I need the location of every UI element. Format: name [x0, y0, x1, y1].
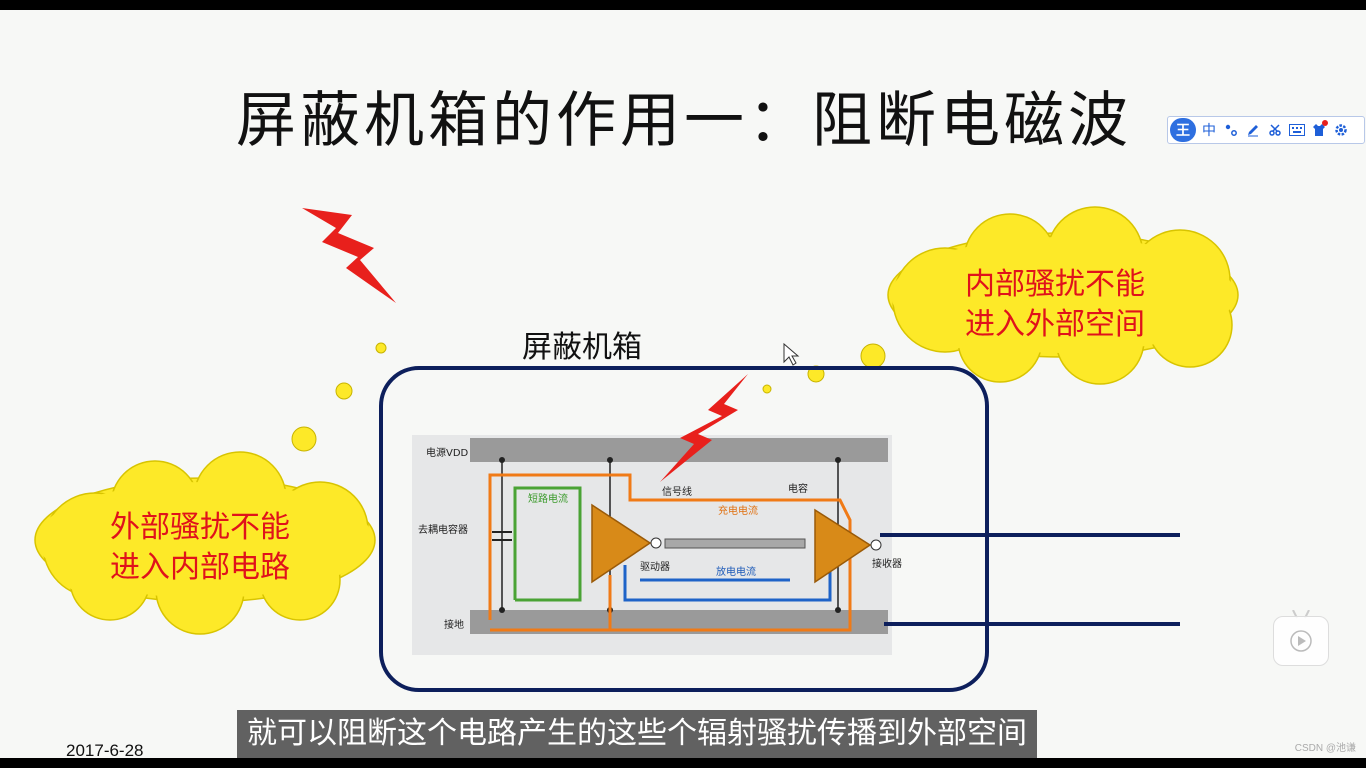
- vdd-rail: [470, 438, 888, 462]
- label-capacitor: 电容: [788, 484, 808, 495]
- cloud-left-line-2: 进入内部电路: [110, 550, 290, 585]
- lightning-middle: [660, 374, 748, 482]
- bottom-letterbox: [0, 758, 1366, 768]
- shield-box: [379, 366, 989, 692]
- ime-mode-toggle[interactable]: 中: [1202, 123, 1216, 139]
- play-icon: [1290, 630, 1312, 652]
- label-driver: 驱动器: [640, 562, 670, 573]
- green-current-path: [513, 486, 582, 602]
- slide-artwork: [34, 206, 1239, 692]
- scissors-icon[interactable]: [1266, 120, 1284, 140]
- orange-current-path: [488, 473, 852, 632]
- label-discharge-current: 放电电流: [716, 567, 756, 578]
- bubble-large: [860, 343, 886, 369]
- lightning-top-left: [302, 208, 396, 303]
- label-short-current: 短路电流: [528, 494, 568, 505]
- cloud-right-line-2: 进入外部空间: [965, 307, 1145, 342]
- signal-line: [664, 538, 806, 549]
- label-decap: 去耦电容器: [418, 525, 468, 536]
- label-charge-current: 充电电流: [718, 506, 758, 517]
- cloud-right: [887, 206, 1239, 385]
- cloud-right-text: 内部骚扰不能 进入外部空间: [915, 265, 1195, 345]
- cloud-left-line-1: 外部骚扰不能: [110, 510, 290, 545]
- bubble-medium: [335, 382, 353, 400]
- blue-current-path: [623, 565, 832, 602]
- video-subtitle: 就可以阻断这个电路产生的这些个辐射骚扰传播到外部空间: [237, 710, 1037, 758]
- pen-icon[interactable]: [1244, 120, 1262, 140]
- notification-dot: [1322, 120, 1328, 126]
- settings-icon[interactable]: [1332, 120, 1350, 140]
- shield-box-title: 屏蔽机箱: [522, 330, 642, 365]
- label-ground: 接地: [444, 620, 464, 631]
- cloud-left-text: 外部骚扰不能 进入内部电路: [70, 508, 330, 588]
- csdn-watermark: CSDN @池谦: [1294, 743, 1356, 754]
- label-receiver: 接收器: [872, 559, 902, 570]
- bubble-small: [762, 384, 772, 394]
- ime-toolbar[interactable]: 王 中: [1167, 116, 1365, 144]
- label-vdd: 电源VDD: [426, 448, 469, 459]
- cloud-left: [34, 451, 376, 635]
- receiver-amplifier: [814, 508, 872, 584]
- slide-date: 2017-6-28: [66, 741, 144, 758]
- video-frame[interactable]: 屏蔽机箱的作用一：阻断电磁波 屏蔽机箱 外部骚扰不能 进入内部电路 内部骚扰不能…: [0, 10, 1366, 758]
- punctuation-icon[interactable]: [1222, 120, 1240, 140]
- cloud-right-line-1: 内部骚扰不能: [965, 267, 1145, 302]
- label-signal-line: 信号线: [662, 487, 692, 498]
- slide-title: 屏蔽机箱的作用一：阻断电磁波: [236, 86, 1132, 156]
- play-button[interactable]: [1273, 616, 1329, 666]
- bubble-small: [375, 342, 387, 354]
- keyboard-icon[interactable]: [1288, 120, 1306, 140]
- driver-amplifier: [591, 503, 652, 584]
- ime-logo-icon[interactable]: 王: [1170, 118, 1196, 142]
- mouse-cursor: [783, 342, 800, 366]
- top-letterbox: [0, 0, 1366, 10]
- bubble-large: [291, 426, 317, 452]
- shirt-icon[interactable]: [1310, 120, 1328, 140]
